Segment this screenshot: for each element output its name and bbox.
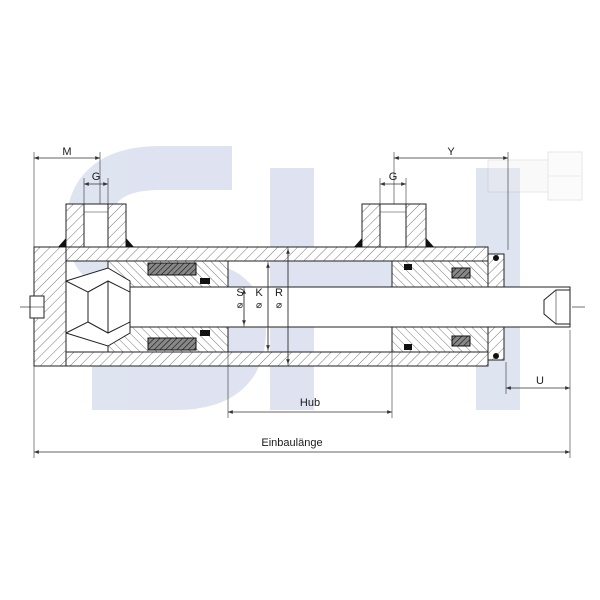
dim-label-k: K — [255, 287, 263, 299]
cylinder-tube-bottom — [53, 351, 489, 367]
rod-end — [543, 289, 571, 325]
dim-label-s: S — [236, 287, 243, 299]
dim-label-installation-length: Einbaulänge — [261, 437, 322, 449]
diameter-symbol-k: ⌀ — [256, 300, 262, 311]
gland-head — [391, 253, 505, 361]
diameter-symbol-r: ⌀ — [276, 300, 282, 311]
dim-label-y: Y — [447, 146, 455, 158]
dim-label-stroke: Hub — [300, 397, 320, 409]
dim-label-g-left: G — [92, 171, 101, 183]
left-port — [58, 203, 134, 248]
dim-label-g-right: G — [389, 171, 398, 183]
diameter-symbol-s: ⌀ — [237, 300, 243, 311]
dim-label-r: R — [275, 287, 283, 299]
dim-label-m: M — [62, 146, 71, 158]
piston-rod — [129, 286, 571, 328]
base-cap — [33, 246, 67, 367]
right-port — [354, 203, 434, 248]
dim-label-u: U — [536, 375, 544, 387]
cylinder-tube-top — [53, 246, 489, 262]
hose-fitting — [487, 151, 583, 201]
piston-nut — [65, 267, 131, 347]
